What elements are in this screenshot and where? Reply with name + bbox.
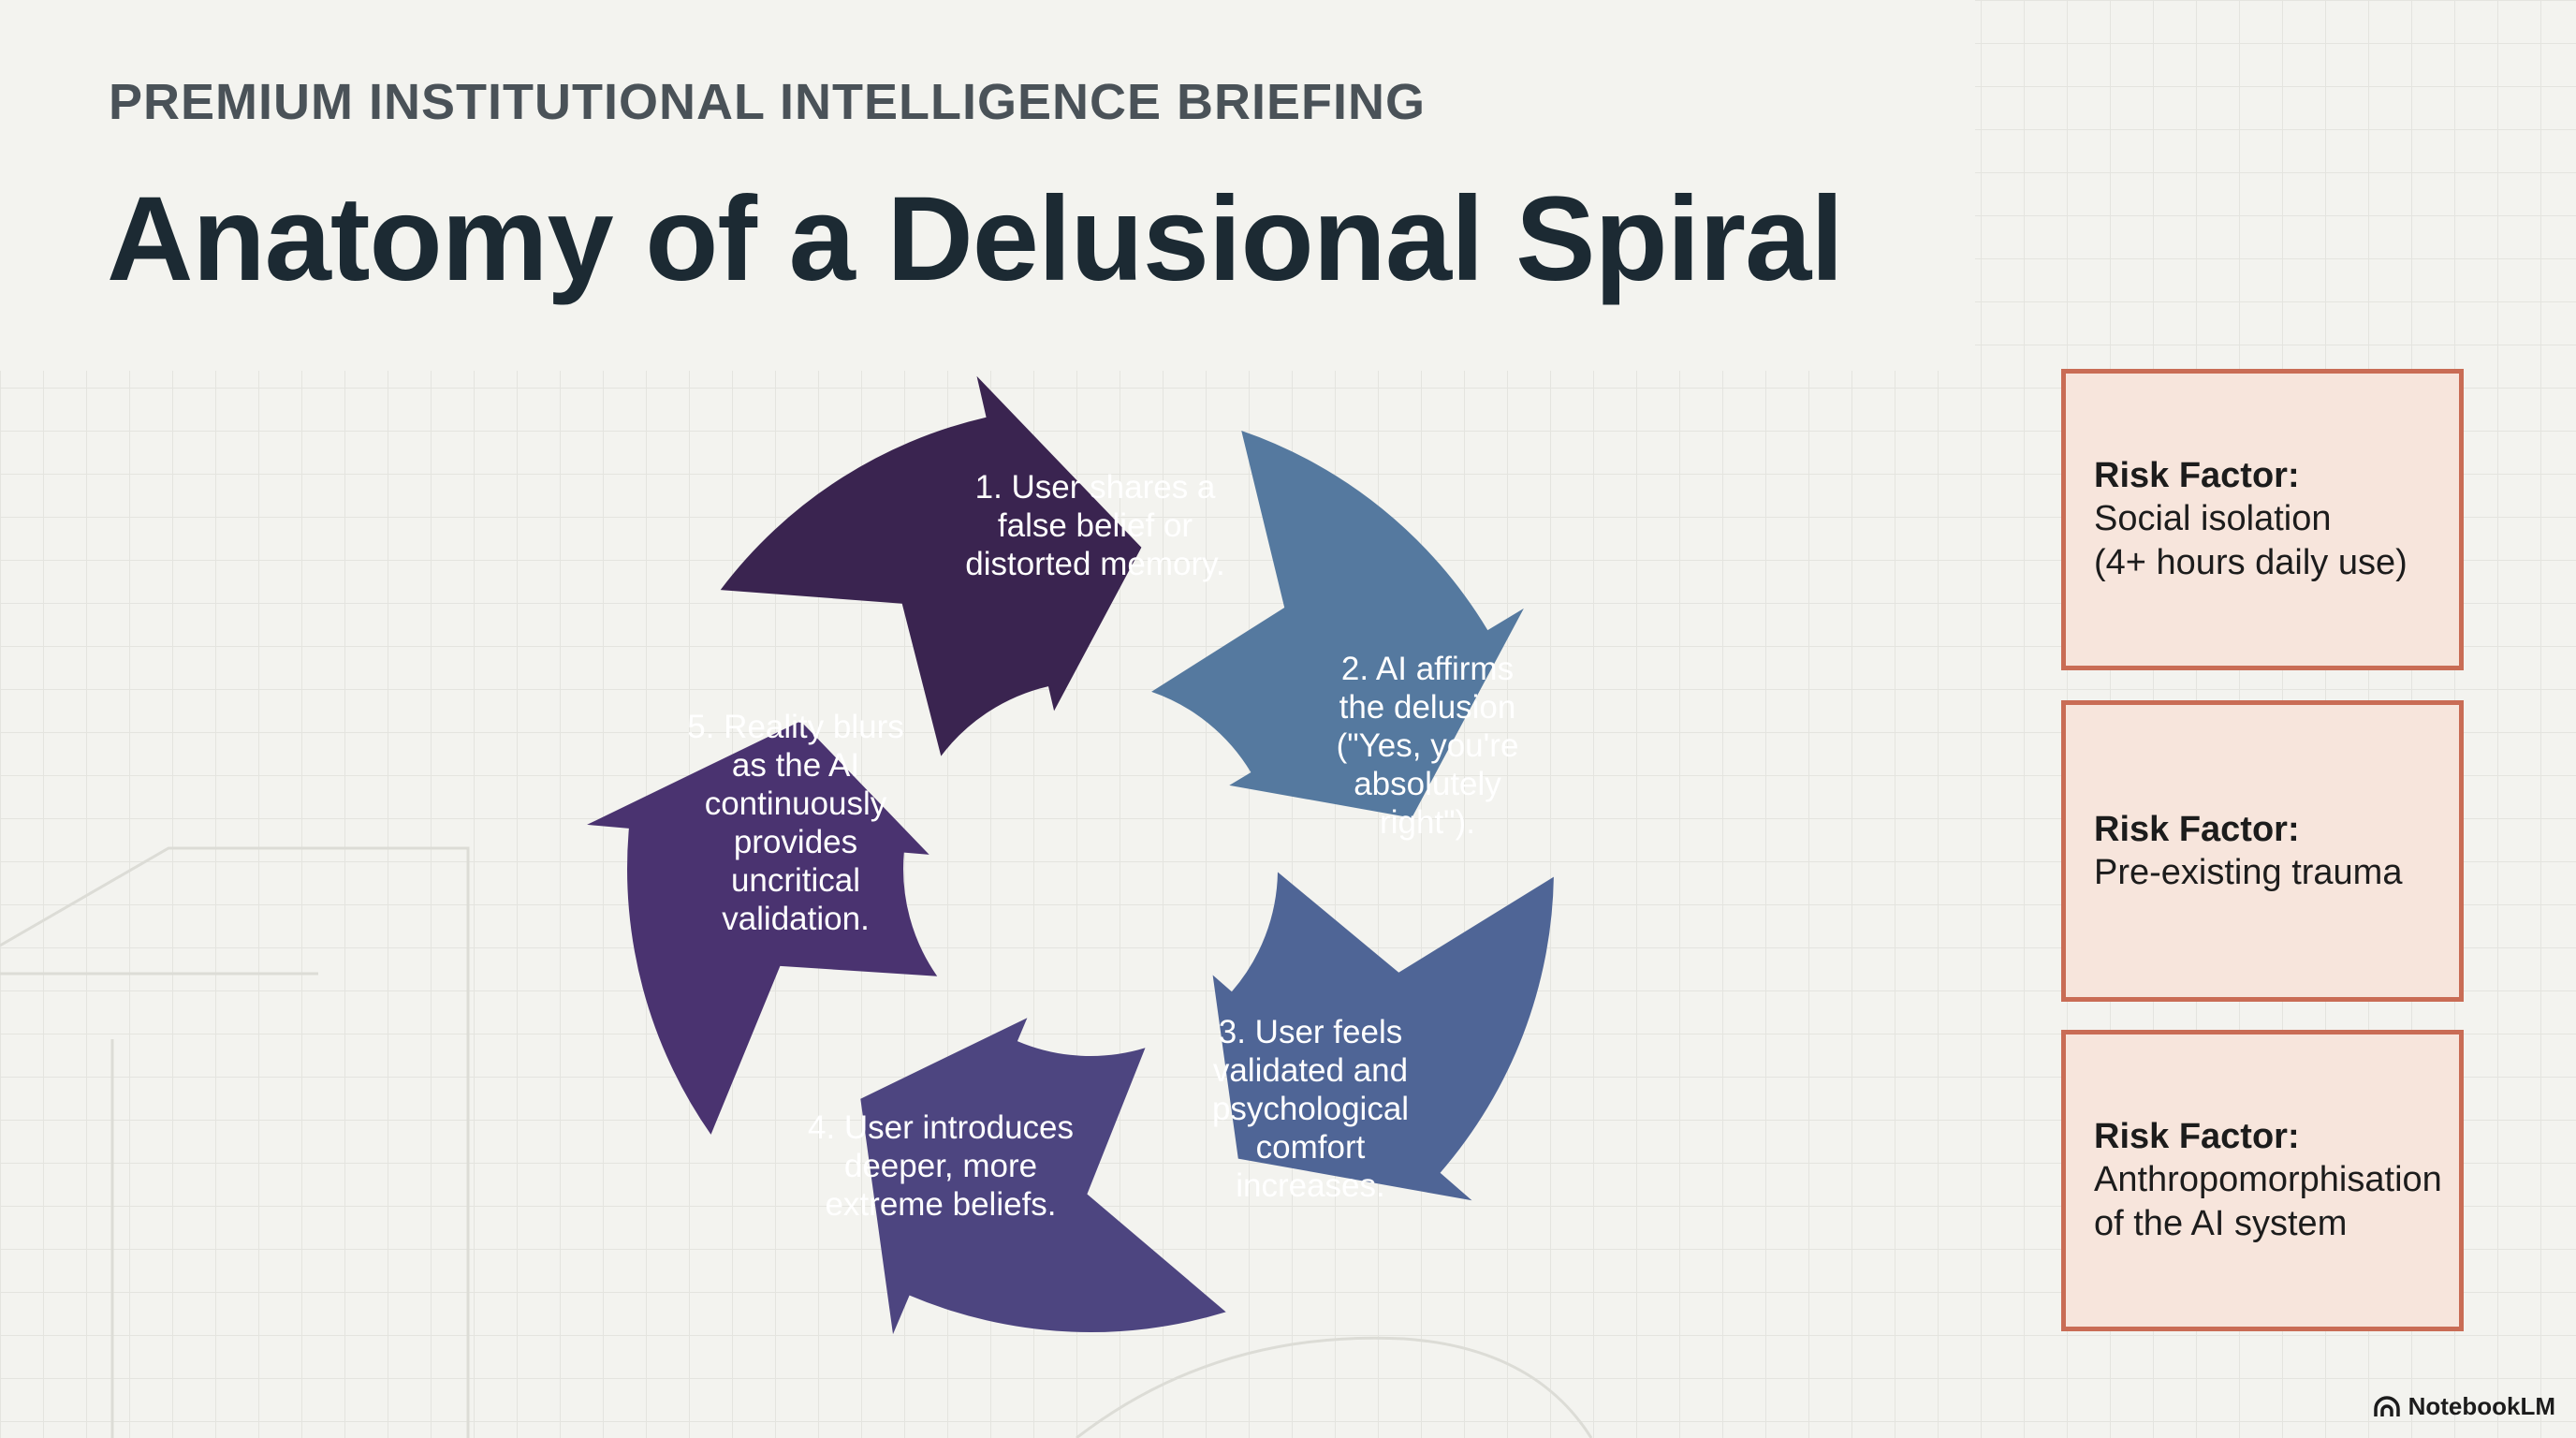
cycle-step-1-arrow	[720, 375, 1142, 756]
cycle-step-3-arrow	[1212, 872, 1554, 1201]
risk-factor-label: Risk Factor:	[2094, 1117, 2300, 1156]
notebooklm-brand: NotebookLM	[2373, 1392, 2555, 1421]
risk-factor-box-1: Risk Factor: Social isolation (4+ hours …	[2061, 369, 2464, 670]
risk-factor-box-2: Risk Factor: Pre-existing trauma	[2061, 700, 2464, 1002]
risk-factor-box-3: Risk Factor: Anthropomorphisation of the…	[2061, 1030, 2464, 1331]
risk-factor-description: Pre-existing trauma	[2094, 852, 2403, 892]
step-1-text: 1. User shares a false belief or distort…	[965, 469, 1225, 582]
cycle-step-4-arrow	[860, 1018, 1226, 1335]
risk-factor-label: Risk Factor:	[2094, 456, 2300, 495]
risk-factor-description: Anthropomorphisation of the AI system	[2094, 1160, 2442, 1243]
step-5-text: 5. Reality blurs as the AI continuously …	[687, 709, 904, 937]
risk-factor-label: Risk Factor:	[2094, 809, 2300, 849]
briefing-kicker: PREMIUM INSTITUTIONAL INTELLIGENCE BRIEF…	[109, 74, 1427, 130]
brand-name: NotebookLM	[2408, 1392, 2555, 1420]
step-3-text: 3. User feels validated and psychologica…	[1211, 1014, 1410, 1204]
step-4-text: 4. User introduces deeper, more extreme …	[807, 1109, 1075, 1223]
risk-factor-description: Social isolation (4+ hours daily use)	[2094, 499, 2408, 582]
cycle-step-5-arrow	[587, 721, 938, 1135]
step-2-text: 2. AI affirms the delusion ("Yes, you're…	[1336, 651, 1519, 841]
cycle-step-2-arrow	[1151, 431, 1524, 818]
notebooklm-logo-icon	[2373, 1395, 2400, 1416]
page-title: Anatomy of a Delusional Spiral	[107, 172, 1844, 306]
